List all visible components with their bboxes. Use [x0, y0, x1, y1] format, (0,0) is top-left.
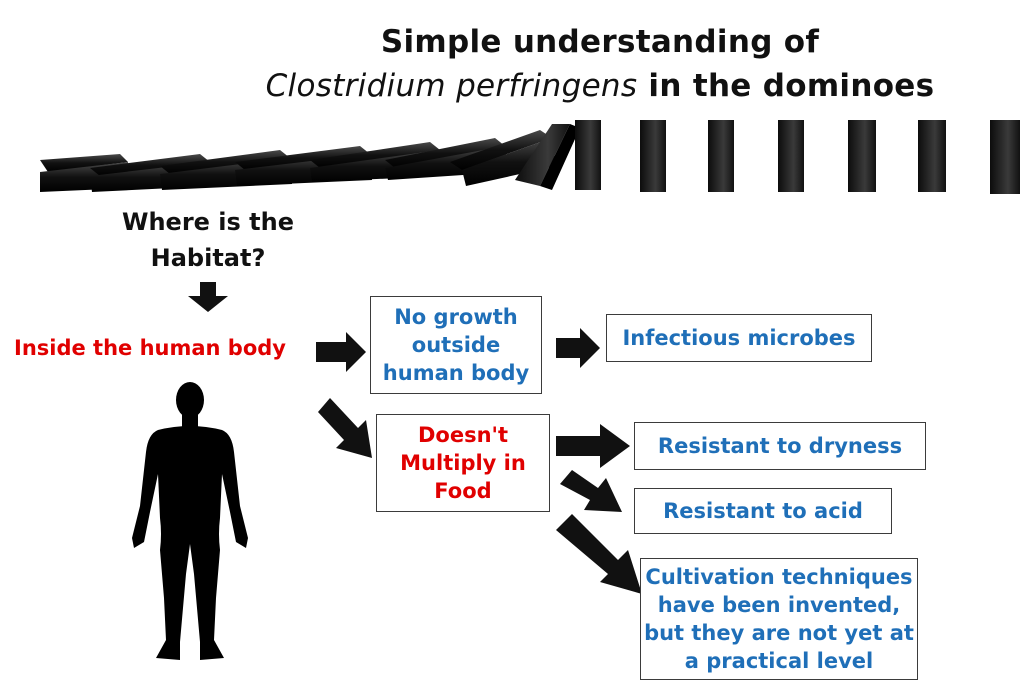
habitat-answer: Inside the human body — [14, 336, 286, 360]
habitat-question: Where is the Habitat? — [88, 204, 328, 276]
title-rest: in the dominoes — [637, 68, 935, 104]
cultivation-line2: have been invented, — [657, 593, 901, 617]
resistant-dryness-label: Resistant to dryness — [657, 434, 903, 458]
organism-name: Clostridium perfringens — [265, 68, 638, 104]
right-arrow-icon — [556, 424, 630, 468]
diagram-title-line1: Simple understanding of — [380, 24, 820, 60]
no-growth-line3: human body — [382, 361, 530, 385]
cultivation-box: Cultivation techniques have been invente… — [640, 558, 918, 680]
diagonal-arrow-icon — [318, 398, 372, 458]
diagonal-arrow-icon — [560, 470, 622, 512]
no-growth-line1: No growth — [394, 305, 518, 329]
cultivation-line3: but they are not yet at — [644, 621, 914, 645]
doesnt-multiply-box: Doesn't Multiply in Food — [376, 414, 550, 512]
human-silhouette-icon — [132, 382, 248, 660]
domino-row-image — [0, 120, 1024, 200]
diagram-title-line2: Clostridium perfringens in the dominoes — [200, 68, 1000, 104]
habitat-question-line1: Where is the — [121, 208, 294, 236]
cultivation-line4: a practical level — [684, 649, 874, 673]
no-growth-box: No growth outside human body — [370, 296, 542, 394]
infectious-microbes-label: Infectious microbes — [622, 326, 856, 350]
doesnt-multiply-line1: Doesn't — [417, 423, 508, 447]
right-arrow-icon — [316, 332, 366, 372]
infectious-microbes-box: Infectious microbes — [606, 314, 872, 362]
resistant-dryness-box: Resistant to dryness — [634, 422, 926, 470]
doesnt-multiply-line2: Multiply in — [400, 451, 526, 475]
no-growth-line2: outside — [411, 333, 501, 357]
habitat-question-line2: Habitat? — [150, 244, 266, 272]
right-arrow-icon — [556, 328, 600, 368]
doesnt-multiply-line3: Food — [434, 479, 492, 503]
cultivation-line1: Cultivation techniques — [645, 565, 913, 589]
diagonal-arrow-icon — [556, 514, 642, 594]
resistant-acid-label: Resistant to acid — [663, 499, 863, 523]
down-arrow-icon — [188, 282, 228, 312]
resistant-acid-box: Resistant to acid — [634, 488, 892, 534]
